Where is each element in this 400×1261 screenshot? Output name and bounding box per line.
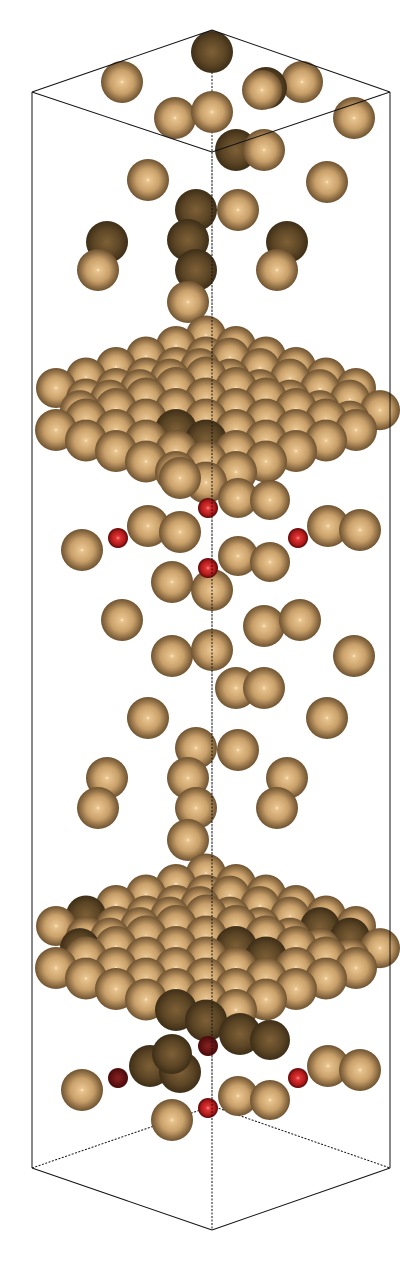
metal-atom[interactable]	[159, 457, 201, 499]
metal-atom[interactable]	[175, 787, 217, 829]
metal-atom[interactable]	[151, 1099, 193, 1141]
metal-atom[interactable]	[306, 161, 348, 203]
metal-atom[interactable]	[339, 1049, 381, 1091]
unit-cell-front-edges	[31, 29, 391, 1231]
metal-atom[interactable]	[191, 91, 233, 133]
metal-atom[interactable]	[167, 819, 209, 861]
metal-atom[interactable]	[250, 1020, 290, 1060]
metal-atom[interactable]	[218, 536, 258, 576]
metal-atom[interactable]	[154, 97, 196, 139]
adsorbate-atom[interactable]	[288, 528, 308, 548]
metal-atom[interactable]	[127, 159, 169, 201]
metal-atom[interactable]	[217, 189, 259, 231]
metal-atom[interactable]	[127, 697, 169, 739]
metal-atom[interactable]	[250, 480, 290, 520]
metal-atom[interactable]	[218, 478, 258, 518]
metal-atom[interactable]	[243, 667, 285, 709]
cell-edge-bottom-front-right	[211, 1167, 391, 1231]
metal-atom[interactable]	[256, 787, 298, 829]
metal-atom[interactable]	[151, 635, 193, 677]
adsorbate-atom[interactable]	[198, 558, 218, 578]
adsorbate-atom[interactable]	[108, 528, 128, 548]
cell-edge-top-back-left	[31, 29, 213, 93]
metal-atom[interactable]	[159, 511, 201, 553]
adsorbate-atom[interactable]	[198, 1036, 218, 1056]
metal-atom[interactable]	[101, 599, 143, 641]
cell-edge-bottom-front-left	[31, 1167, 213, 1231]
metal-atom[interactable]	[77, 249, 119, 291]
metal-atom[interactable]	[61, 1069, 103, 1111]
metal-atom[interactable]	[339, 509, 381, 551]
cell-edge-top-front-left	[31, 91, 213, 153]
metal-atom[interactable]	[217, 729, 259, 771]
metal-atom[interactable]	[61, 529, 103, 571]
metal-atom[interactable]	[219, 1013, 261, 1055]
metal-atom[interactable]	[101, 61, 143, 103]
metal-atom[interactable]	[152, 1034, 192, 1074]
metal-atom[interactable]	[333, 97, 375, 139]
adsorbate-atom[interactable]	[198, 1098, 218, 1118]
metal-atom[interactable]	[250, 542, 290, 582]
metal-atom[interactable]	[279, 599, 321, 641]
metal-atom[interactable]	[191, 31, 233, 73]
metal-atom[interactable]	[256, 249, 298, 291]
metal-atom[interactable]	[243, 129, 285, 171]
metal-atom[interactable]	[167, 281, 209, 323]
metal-atom[interactable]	[307, 505, 349, 547]
metal-atom[interactable]	[281, 61, 323, 103]
metal-atom[interactable]	[307, 1045, 349, 1087]
metal-atom[interactable]	[77, 787, 119, 829]
metal-atom[interactable]	[333, 635, 375, 677]
cell-edge-top-front-right	[211, 91, 391, 153]
metal-atom[interactable]	[306, 697, 348, 739]
metal-atom[interactable]	[175, 249, 217, 291]
metal-atom[interactable]	[218, 1076, 258, 1116]
metal-atom[interactable]	[127, 505, 169, 547]
metal-atom[interactable]	[185, 999, 227, 1042]
atoms-layer	[35, 31, 400, 1141]
metal-atom[interactable]	[242, 70, 282, 110]
metal-atom[interactable]	[243, 605, 285, 647]
adsorbate-atom[interactable]	[288, 1068, 308, 1088]
adsorbate-atom[interactable]	[108, 1068, 128, 1088]
adsorbate-atom[interactable]	[198, 498, 218, 518]
cell-edge-top-back-right	[211, 29, 391, 93]
metal-atom[interactable]	[250, 1080, 290, 1120]
metal-atom[interactable]	[151, 561, 193, 603]
